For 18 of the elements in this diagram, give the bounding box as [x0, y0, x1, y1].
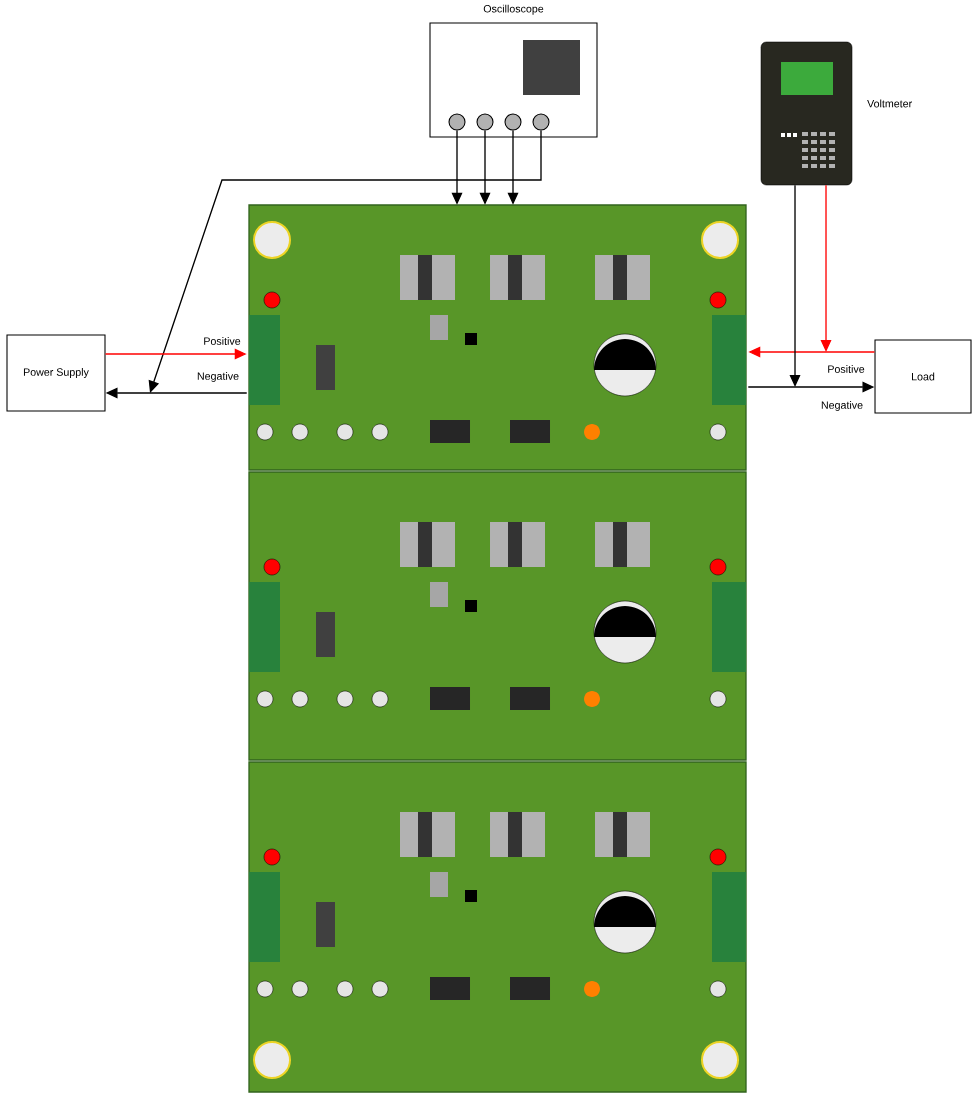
probe-socket: [504, 113, 522, 131]
voltmeter-drawing: [760, 41, 853, 186]
device-box: Power Supply: [6, 334, 106, 412]
oscilloscope-box: Oscilloscope: [429, 4, 598, 138]
edge-label: Positive: [204, 337, 241, 345]
probe-socket: [448, 113, 466, 131]
edge-label: Positive: [828, 365, 865, 373]
arrow: [820, 184, 832, 352]
arrow: [148, 129, 542, 393]
probe-socket: [476, 113, 494, 131]
device-label: Voltmeter: [867, 99, 912, 108]
node-label: Oscilloscope: [483, 4, 544, 15]
edge-label: Negative: [197, 372, 239, 382]
device-box: Load: [874, 339, 972, 414]
circuit-board-drawing: [248, 204, 747, 1093]
arrow: [789, 184, 801, 387]
edge-label: Negative: [821, 401, 863, 411]
probe-socket: [532, 113, 550, 131]
